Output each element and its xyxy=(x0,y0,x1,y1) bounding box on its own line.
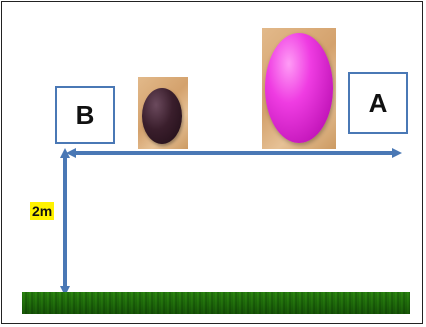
grass-ground xyxy=(22,292,410,314)
large-pink-egg xyxy=(265,33,333,143)
height-label: 2m xyxy=(30,202,55,220)
label-b: B xyxy=(55,86,115,144)
small-dark-egg xyxy=(142,88,182,144)
figure-frame xyxy=(1,1,423,324)
label-a: A xyxy=(348,72,408,134)
